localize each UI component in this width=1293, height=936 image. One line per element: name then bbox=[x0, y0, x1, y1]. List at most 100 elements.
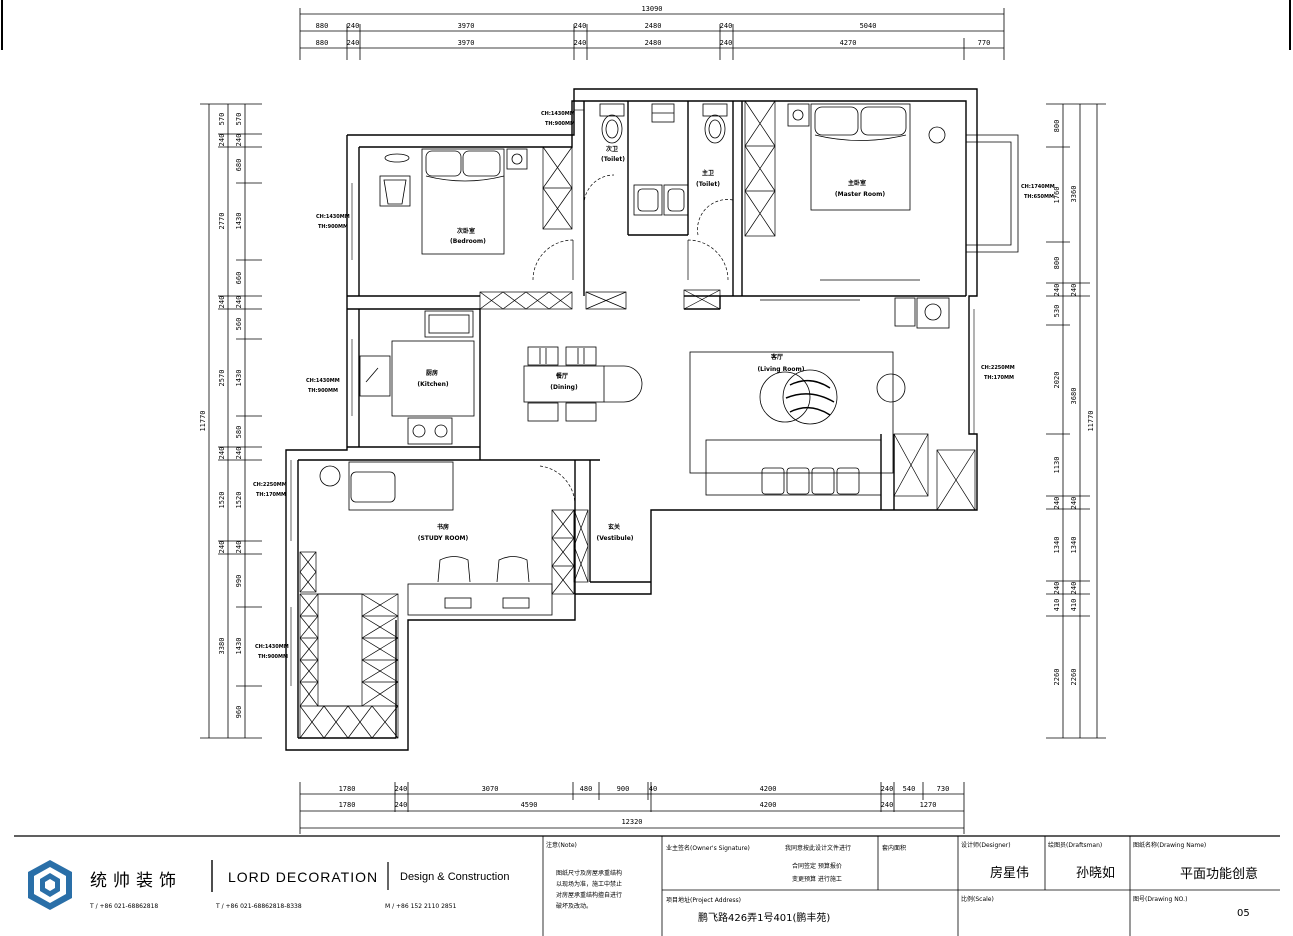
draftsman-label: 绘图员(Draftsman) bbox=[1048, 842, 1103, 849]
dim-right-b1: 3360 bbox=[1070, 186, 1078, 203]
phone-2: T / +86 021-68862818-8338 bbox=[216, 903, 302, 910]
dim-bot-a1: 1780 bbox=[339, 785, 356, 793]
dim-top-b8: 770 bbox=[978, 39, 991, 47]
dim-top-a2: 240 bbox=[347, 22, 360, 30]
dim-right-a6: 2020 bbox=[1053, 372, 1061, 389]
owner-line-3: 变更预算 进行施工 bbox=[792, 876, 842, 883]
win1-th: TH:900MM bbox=[545, 121, 575, 127]
address: 鹏飞路426弄1号401(鹏丰苑) bbox=[698, 913, 831, 924]
owner-line-1: 我同意按此设计文件进行 bbox=[785, 845, 852, 852]
door-leaves bbox=[572, 240, 689, 506]
study-label-cn: 书房 bbox=[437, 523, 449, 531]
dim-left-b15: 960 bbox=[235, 706, 243, 719]
win4-th: TH:900MM bbox=[308, 388, 338, 394]
study-label-en: (STUDY ROOM) bbox=[418, 535, 469, 542]
dim-top-b2: 240 bbox=[347, 39, 360, 47]
dim-bot-a3: 3070 bbox=[482, 785, 499, 793]
dim-left-b7: 560 bbox=[235, 318, 243, 331]
room-labels: 次卧室 (Bedroom) 次卫 (Toilet) 主卫 (Toilet) 主卧… bbox=[417, 145, 885, 542]
dim-left-total: 11770 bbox=[199, 410, 207, 431]
dining-label-en: (Dining) bbox=[550, 384, 578, 391]
dim-top-a3: 3970 bbox=[458, 22, 475, 30]
win2-th: TH:900MM bbox=[318, 224, 348, 230]
dim-top-b6: 240 bbox=[720, 39, 733, 47]
dim-bot-b5: 240 bbox=[881, 801, 894, 809]
designer-label: 设计师(Designer) bbox=[961, 842, 1011, 849]
vestibule-label-cn: 玄关 bbox=[608, 523, 620, 531]
bedroom-label-en: (Bedroom) bbox=[450, 238, 486, 245]
win1-ch: CH:1430MM bbox=[541, 111, 575, 117]
toilet1-label-en: (Toilet) bbox=[696, 181, 720, 188]
win4-ch: CH:1430MM bbox=[306, 378, 340, 384]
master-label-cn: 主卧室 bbox=[848, 179, 866, 187]
win7-ch: CH:1430MM bbox=[255, 644, 289, 650]
dim-top-a4: 240 bbox=[574, 22, 587, 30]
dim-left-b3: 680 bbox=[235, 159, 243, 172]
dim-top-b4: 240 bbox=[574, 39, 587, 47]
right-dimensions bbox=[1046, 103, 1106, 739]
note-line-2: 以现场为准，施工中禁止 bbox=[556, 881, 623, 888]
walls bbox=[285, 88, 978, 751]
dim-right-b4: 240 bbox=[1070, 497, 1078, 510]
dim-left-b4: 1430 bbox=[235, 213, 243, 230]
dim-right-a11: 410 bbox=[1053, 599, 1061, 612]
toilet2-label-en: (Toilet) bbox=[601, 156, 625, 163]
win3-ch: CH:1740MM bbox=[1021, 184, 1055, 190]
dim-left-b8: 1430 bbox=[235, 370, 243, 387]
dim-bot-total: 12320 bbox=[621, 818, 642, 826]
dim-right-b5: 1340 bbox=[1070, 537, 1078, 554]
dim-right-a3: 800 bbox=[1053, 257, 1061, 270]
dim-bot-a6: 40 bbox=[649, 785, 657, 793]
dining-table bbox=[523, 346, 643, 422]
dim-right-a10: 240 bbox=[1053, 582, 1061, 595]
dim-right-b8: 2260 bbox=[1070, 669, 1078, 686]
dim-top-b7: 4270 bbox=[840, 39, 857, 47]
left-dimensions bbox=[200, 103, 262, 739]
dim-top-b3: 3970 bbox=[458, 39, 475, 47]
dim-left-b9: 580 bbox=[235, 426, 243, 439]
dim-bot-b4: 4200 bbox=[760, 801, 777, 809]
master-bed bbox=[760, 103, 946, 301]
dim-bot-b1: 1780 bbox=[339, 801, 356, 809]
note-line-1: 图纸尺寸及房屋承重结构 bbox=[556, 870, 623, 877]
designer-name: 房星伟 bbox=[990, 866, 1030, 881]
dim-top-a1: 880 bbox=[316, 22, 329, 30]
drawing-name-label: 图纸名称(Drawing Name) bbox=[1133, 842, 1207, 849]
dim-top-b1: 880 bbox=[316, 39, 329, 47]
dim-left-b5: 660 bbox=[235, 272, 243, 285]
note-line-3: 对房屋承重结构擅自进行 bbox=[556, 892, 623, 899]
dim-right-a2: 1760 bbox=[1053, 187, 1061, 204]
bay-window bbox=[966, 134, 1019, 253]
draftsman-name: 孙晓如 bbox=[1076, 866, 1116, 881]
dim-bot-a5: 900 bbox=[617, 785, 630, 793]
kitchen-fixtures bbox=[359, 310, 475, 445]
owner-line-2: 合同签定 预算报价 bbox=[792, 863, 842, 870]
living-label-en: (Living Room) bbox=[757, 366, 804, 373]
dim-right-a1: 800 bbox=[1053, 120, 1061, 133]
kitchen-label-en: (Kitchen) bbox=[417, 381, 448, 388]
dim-left-a5: 2570 bbox=[218, 370, 226, 387]
bedroom-bed bbox=[379, 148, 528, 255]
dim-bot-a9: 540 bbox=[903, 785, 916, 793]
tagline: Design & Construction bbox=[400, 871, 510, 883]
dim-left-b13: 990 bbox=[235, 575, 243, 588]
kitchen-label-cn: 厨房 bbox=[426, 369, 438, 377]
mobile: M / +86 152 2110 2851 bbox=[385, 903, 457, 910]
dim-left-a1: 570 bbox=[218, 113, 226, 126]
dim-bot-a4: 480 bbox=[580, 785, 593, 793]
window-lines bbox=[285, 109, 975, 686]
dim-right-total: 11770 bbox=[1087, 410, 1095, 431]
dim-bot-b2: 240 bbox=[395, 801, 408, 809]
drawing-name: 平面功能创意 bbox=[1180, 867, 1259, 882]
dim-right-a12: 2260 bbox=[1053, 669, 1061, 686]
wardrobes bbox=[299, 100, 976, 739]
dim-bot-b3: 4590 bbox=[521, 801, 538, 809]
dim-left-a9: 3380 bbox=[218, 638, 226, 655]
dim-right-a9: 1340 bbox=[1053, 537, 1061, 554]
bedroom-label-cn: 次卧室 bbox=[457, 227, 475, 235]
win6-th: TH:170MM bbox=[256, 492, 286, 498]
dim-right-a7: 1130 bbox=[1053, 457, 1061, 474]
dim-right-a4: 240 bbox=[1053, 284, 1061, 297]
dim-right-b2: 240 bbox=[1070, 284, 1078, 297]
dim-top-a6: 240 bbox=[720, 22, 733, 30]
